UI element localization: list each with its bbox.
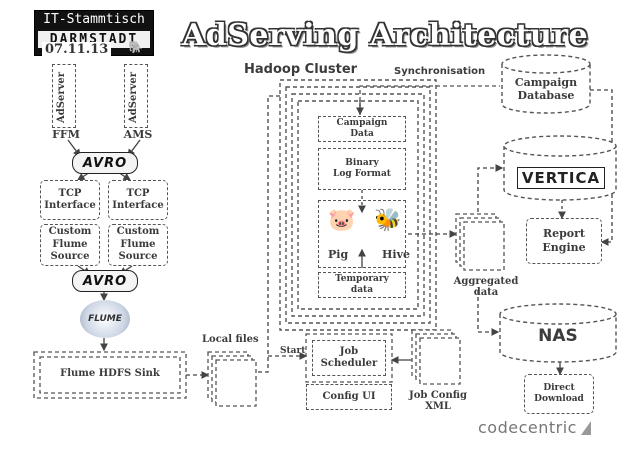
hadoop-cluster-frame: [279, 79, 437, 331]
custom-flume-source-left: Custom Flume Source: [40, 224, 100, 266]
campaign-database-cylinder: [501, 54, 591, 114]
job-scheduler-frame: [305, 333, 393, 383]
avro-logo-bottom: AVRO: [72, 270, 138, 292]
page-title: AdServing Architecture: [182, 18, 589, 53]
avro-logo-top-text: AVRO: [82, 155, 128, 171]
pig-icon: 🐷: [328, 208, 356, 233]
tcp-interface-right: TCP Interface: [108, 180, 168, 220]
aggregated-to-nas: [477, 290, 500, 336]
binary-log-format-box: Binary Log Format: [318, 148, 406, 190]
hive-label: Hive: [382, 248, 410, 261]
temporary-data-box: Temporary data: [318, 272, 406, 298]
date-label: 07.11.13: [42, 42, 112, 57]
avro-logo-bottom-text: AVRO: [82, 273, 128, 289]
aggregated-data-label: Aggregated data: [453, 276, 519, 298]
job-config-stack: [411, 329, 461, 385]
aggregated-data-stack: [455, 213, 505, 271]
nas-cylinder: [499, 303, 617, 363]
synchronisation-label: Synchronisation: [394, 66, 486, 77]
campaign-database-label: Campaign Database: [514, 76, 578, 102]
hadoop-cluster-label: Hadoop Cluster: [244, 62, 358, 77]
adserver-ffm-text: AdServer: [56, 71, 67, 123]
avro-logo-top: AVRO: [72, 152, 138, 174]
campaign-data-box: Campaign Data: [318, 116, 406, 142]
pig-hive-area: [318, 200, 406, 268]
vertica-logo: VERTICA: [516, 167, 606, 189]
ffm-label: FFM: [52, 128, 80, 141]
tcp-interface-left: TCP Interface: [40, 180, 100, 220]
vertica-logo-text: VERTICA: [516, 167, 606, 189]
report-engine-box: Report Engine: [526, 218, 602, 264]
custom-flume-source-right: Custom Flume Source: [108, 224, 168, 266]
aggregated-to-vertica: [477, 164, 504, 212]
adserver-ffm-box: AdServer: [52, 64, 76, 128]
local-files-stack: [207, 351, 257, 407]
ams-label: AMS: [123, 128, 153, 141]
codecentric-mark-icon: [580, 420, 591, 435]
adserver-ams-text: AdServer: [128, 71, 139, 123]
nas-label: NAS: [538, 326, 578, 346]
local-files-label: Local files: [202, 334, 259, 345]
direct-download-box: Direct Download: [524, 374, 594, 414]
config-ui-box: Config UI: [306, 384, 392, 410]
hdfs-sink-frame: [33, 351, 187, 399]
pig-label: Pig: [328, 248, 349, 261]
flume-hdfs-sink-label: Flume HDFS Sink: [60, 368, 160, 379]
local-to-cluster: [258, 95, 280, 373]
codecentric-logo: codecentric: [478, 418, 591, 437]
adserver-ams-box: AdServer: [124, 64, 148, 128]
hive-icon: 🐝: [374, 208, 402, 233]
flume-logo-text: FLUME: [88, 314, 122, 324]
job-scheduler-box: Job Scheduler: [312, 340, 386, 376]
start-label: Start: [280, 346, 306, 356]
job-config-xml-label: Job Config XML: [408, 390, 468, 412]
vertica-cylinder: [503, 135, 617, 201]
badge-line-1: IT-Stammtisch: [43, 12, 145, 27]
codecentric-logo-text: codecentric: [478, 418, 577, 437]
hadoop-elephant-icon: 🐘: [128, 40, 143, 54]
flume-logo: FLUME: [80, 300, 130, 338]
